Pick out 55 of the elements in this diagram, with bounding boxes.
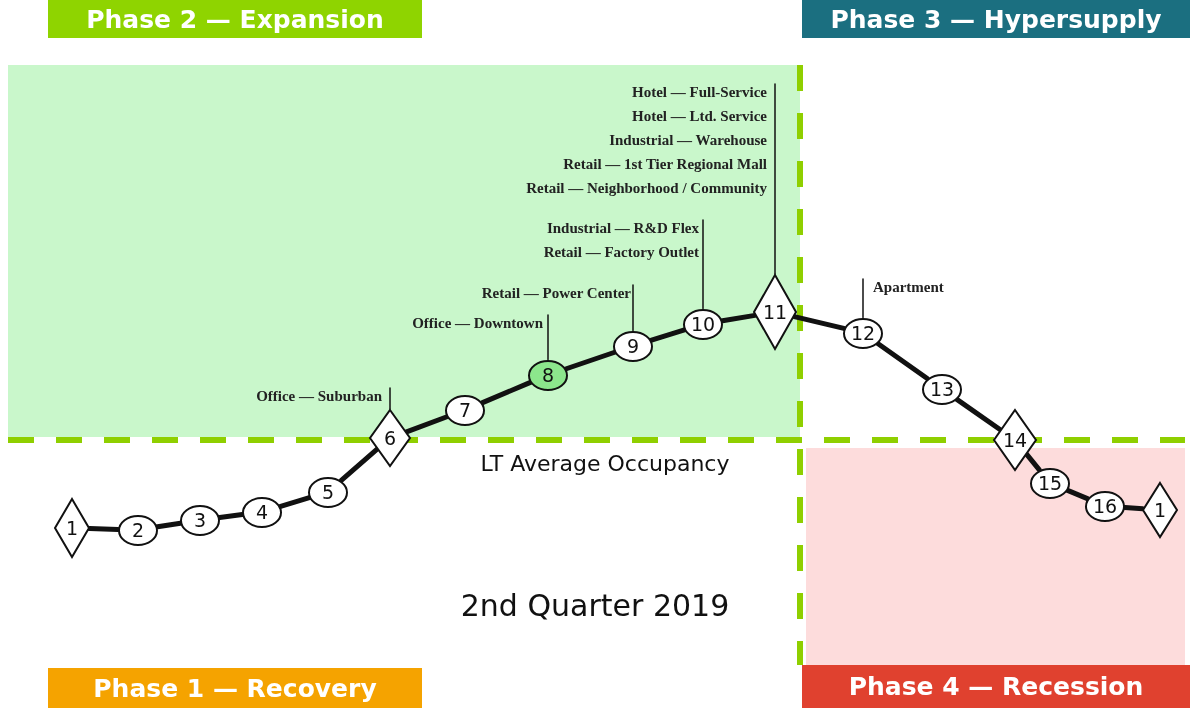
leader-line [862, 278, 864, 319]
property-type-label: Retail — Power Center [481, 284, 631, 303]
leader-line [389, 387, 391, 410]
cycle-curve-segment [875, 340, 930, 382]
property-type-label: Industrial — Warehouse [608, 131, 767, 150]
circle-marker: 2 [118, 514, 158, 546]
circle-marker: 5 [308, 476, 348, 508]
phase-banner: Phase 1 — Recovery [48, 668, 422, 708]
cycle-curve-segment [954, 396, 1003, 433]
chart-label: 2nd Quarter 2019 [460, 587, 730, 623]
cycle-curve-segment [563, 349, 618, 372]
phase-banner: Phase 4 — Recession [802, 665, 1190, 708]
cycle-curve-segment [720, 312, 758, 324]
leader-line [547, 314, 549, 361]
cycle-curve-segment [155, 520, 183, 530]
cycle-curve-segment [791, 314, 847, 331]
property-type-label: Office — Downtown [412, 314, 543, 333]
circle-marker: 10 [683, 308, 723, 340]
cycle-curve-segment [1122, 504, 1146, 512]
circle-marker: 12 [843, 317, 883, 349]
phase-banner: Phase 3 — Hypersupply [802, 0, 1190, 38]
diamond-marker: 14 [993, 409, 1037, 471]
phase-banner: Phase 2 — Expansion [48, 0, 422, 38]
cycle-curve-segment [338, 446, 380, 483]
circle-marker: 4 [242, 496, 282, 528]
cycle-curve-segment [217, 512, 245, 520]
property-type-label: Hotel — Ltd. Service [631, 107, 767, 126]
circle-marker: 7 [445, 394, 485, 426]
diamond-marker: 1 [1142, 482, 1178, 538]
property-type-label: Retail — Factory Outlet [543, 243, 699, 262]
diamond-marker: 11 [753, 274, 797, 350]
property-type-label: Office — Suburban [256, 387, 382, 406]
cycle-curve-segment [1024, 451, 1042, 473]
leader-line [774, 83, 776, 275]
leader-line [632, 284, 634, 332]
diamond-marker: 1 [54, 498, 90, 558]
chart-label: LT Average Occupancy [480, 450, 730, 476]
cycle-curve-segment [278, 495, 312, 509]
circle-marker: 3 [180, 504, 220, 536]
property-type-label: Retail — Neighborhood / Community [526, 179, 767, 198]
cycle-curve-segment [649, 327, 687, 343]
property-type-label: Retail — 1st Tier Regional Mall [562, 155, 767, 174]
leader-line [702, 219, 704, 310]
property-type-label: Apartment [873, 278, 944, 297]
cycle-curve-segment [480, 379, 533, 406]
circle-marker: 13 [922, 373, 962, 405]
cycle-curve-segment [1065, 487, 1090, 502]
circle-marker: 16 [1085, 490, 1125, 522]
diamond-marker: 6 [369, 409, 411, 467]
circle-marker: 15 [1030, 467, 1070, 499]
cycle-curve-segment [404, 414, 450, 435]
circle-marker: 9 [613, 330, 653, 362]
property-type-label: Industrial — R&D Flex [545, 219, 699, 238]
circle-marker: 8 [528, 359, 568, 391]
property-type-label: Hotel — Full-Service [631, 83, 767, 102]
